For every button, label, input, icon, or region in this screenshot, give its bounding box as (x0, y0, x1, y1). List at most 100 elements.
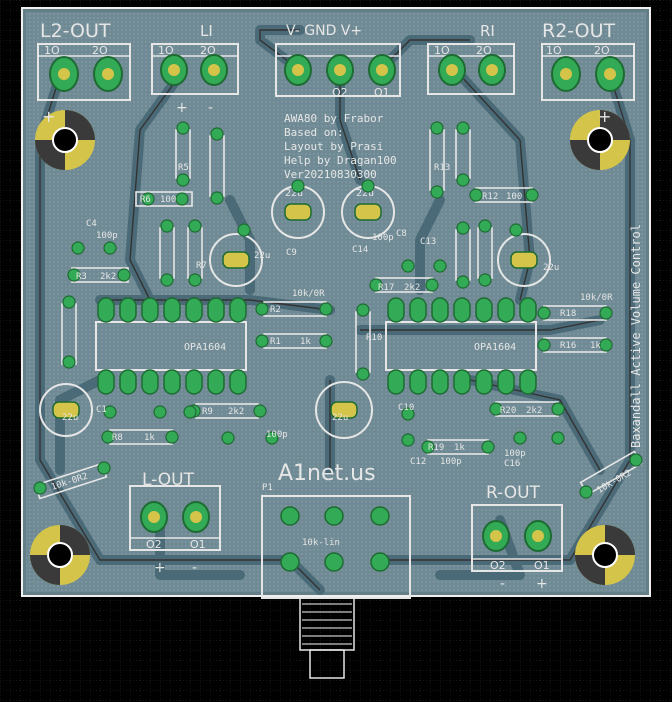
svg-text:R2: R2 (270, 305, 281, 315)
svg-text:C13: C13 (420, 237, 436, 247)
svg-text:22u: 22u (356, 188, 374, 199)
svg-text:C8: C8 (396, 229, 407, 239)
svg-text:1k: 1k (454, 443, 465, 453)
svg-text:-: - (500, 576, 505, 592)
svg-text:100p: 100p (372, 233, 394, 243)
connector-r2-out: R2-OUT 1O 2O (541, 20, 635, 101)
connector-r2-out-title: R2-OUT (542, 20, 616, 42)
svg-text:2O: 2O (200, 44, 216, 57)
svg-text:1k: 1k (144, 433, 155, 443)
connector-r-out-pin-o1: O1 (534, 559, 550, 572)
svg-text:100p: 100p (96, 231, 118, 241)
connector-l-out: L-OUT O2 O1 (129, 470, 221, 551)
svg-text:C10: C10 (398, 403, 414, 413)
svg-text:C9: C9 (286, 248, 297, 258)
credit-line-1: AWA80 by Frabor (284, 112, 384, 125)
pot-ref: P1 (262, 483, 273, 493)
svg-text:-: - (192, 560, 197, 576)
connector-l2-out-pin1: 1O (44, 44, 60, 57)
connector-l2-out: L2-OUT 1O 2O (37, 20, 131, 101)
credit-line-5: Ver20210830300 (284, 168, 377, 181)
svg-text:2k2: 2k2 (404, 283, 420, 293)
svg-text:R19: R19 (428, 443, 444, 453)
svg-text:C1: C1 (96, 405, 107, 415)
connector-power-pin-o2: O2 (332, 86, 348, 99)
connector-l-out-pin-o1: O1 (190, 538, 206, 551)
connector-ri: RI 1O 2O (427, 22, 515, 95)
svg-text:100p: 100p (440, 457, 462, 467)
svg-text:100: 100 (160, 195, 176, 205)
connector-pads (49, 54, 625, 552)
connector-power: V- GND V+ O2 O1 (275, 23, 401, 99)
svg-text:22u: 22u (332, 413, 348, 423)
svg-text:+: + (176, 100, 188, 116)
svg-text:R5: R5 (178, 163, 189, 173)
svg-text:100p: 100p (266, 430, 288, 440)
svg-text:R16: R16 (560, 341, 576, 351)
connector-l2-out-pin2: 2O (92, 44, 108, 57)
svg-text:R10: R10 (366, 333, 382, 343)
connector-l2-out-title: L2-OUT (40, 20, 111, 42)
svg-text:1O: 1O (434, 44, 450, 57)
connector-l-out-pin-o2: O2 (146, 538, 162, 551)
pot-value: 10k-lin (302, 538, 340, 548)
svg-text:-: - (208, 100, 213, 116)
svg-text:R9: R9 (202, 407, 213, 417)
svg-text:C16: C16 (504, 459, 520, 469)
svg-text:10k/0R: 10k/0R (580, 293, 613, 303)
svg-text:R20: R20 (500, 406, 516, 416)
ic-pins (97, 297, 537, 395)
credit-line-4: Help by Dragan100 (284, 154, 397, 167)
svg-text:22u: 22u (285, 188, 303, 199)
svg-text:1k: 1k (300, 337, 311, 347)
svg-text:R18: R18 (560, 309, 576, 319)
svg-text:R12: R12 (482, 192, 498, 202)
svg-text:2k2: 2k2 (526, 406, 542, 416)
credit-line-2: Based on: (284, 126, 344, 139)
svg-text:2k2: 2k2 (100, 272, 116, 282)
connector-r2-out-pin1: 1O (546, 44, 562, 57)
connector-r-out: R-OUT O2 O1 (471, 483, 563, 572)
svg-text:+: + (536, 576, 548, 592)
brand-logo: A1net.us (278, 461, 376, 486)
svg-text:22u: 22u (254, 251, 270, 261)
svg-text:+: + (598, 107, 611, 126)
small-pads (33, 121, 643, 499)
svg-text:22u: 22u (62, 413, 78, 423)
component-labels: R6 100 C4 100p R3 2k2 R2 10k/0R R1 1k C1… (50, 163, 633, 496)
svg-text:100: 100 (506, 192, 522, 202)
svg-text:R3: R3 (76, 272, 87, 282)
credits: AWA80 by Frabor Based on: Layout by Pras… (284, 112, 397, 181)
svg-text:R1: R1 (270, 337, 281, 347)
connector-power-pin-o1: O1 (374, 86, 390, 99)
connector-power-title: V- GND V+ (286, 23, 362, 39)
svg-text:R7: R7 (196, 261, 207, 271)
connector-r-out-title: R-OUT (486, 483, 541, 503)
svg-text:C12: C12 (410, 457, 426, 467)
svg-text:+: + (154, 560, 166, 576)
connector-li-title: LI (200, 22, 213, 40)
polarity-marks: + + + - + - - + (42, 100, 611, 592)
potentiometer-p1: P1 10k-lin (261, 483, 411, 679)
connector-ri-title: RI (480, 22, 495, 40)
opamp-left-label: OPA1604 (184, 342, 226, 353)
svg-text:1k: 1k (590, 341, 601, 351)
svg-text:2k2: 2k2 (228, 407, 244, 417)
svg-text:R13: R13 (434, 163, 450, 173)
svg-text:10k/0R: 10k/0R (292, 289, 325, 299)
svg-text:22u: 22u (543, 263, 559, 273)
connector-r-out-pin-o2: O2 (490, 559, 506, 572)
svg-text:1O: 1O (158, 44, 174, 57)
svg-text:R6: R6 (140, 195, 151, 205)
svg-text:C14: C14 (352, 245, 368, 255)
svg-text:+: + (42, 107, 55, 126)
svg-text:C4: C4 (86, 219, 97, 229)
connector-li: LI 1O 2O (151, 22, 239, 95)
svg-text:2O: 2O (476, 44, 492, 57)
svg-text:R8: R8 (112, 433, 123, 443)
opamp-right-label: OPA1604 (474, 342, 516, 353)
svg-text:R17: R17 (378, 283, 394, 293)
connector-r2-out-pin2: 2O (594, 44, 610, 57)
board-title: Baxandall Active Volume Control (629, 224, 643, 448)
